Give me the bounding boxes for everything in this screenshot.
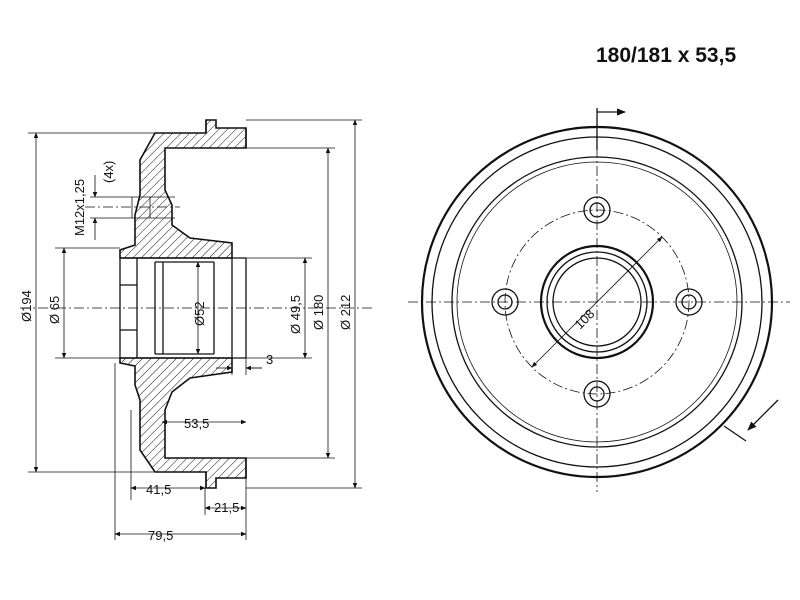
drum-shell-lines	[205, 120, 247, 488]
dim-w41-5: 41,5	[146, 482, 171, 497]
pcd-dimension-line	[531, 236, 663, 368]
dim-w3: 3	[266, 352, 273, 367]
dim-d52: Ø52	[192, 301, 207, 326]
dim-d212: Ø 212	[338, 295, 353, 330]
side-section-view: M12x1,25 (4x) Ø194 Ø 65 Ø52 Ø 49,5 Ø 180…	[19, 119, 372, 543]
section-marker-top	[596, 108, 626, 150]
lower-section-hatch	[119, 357, 247, 489]
dim-w53-5: 53,5	[184, 416, 209, 431]
dimension-lines	[33, 119, 358, 537]
dim-d65: Ø 65	[47, 296, 62, 324]
dim-d180: Ø 180	[311, 295, 326, 330]
dim-d194: Ø194	[19, 290, 34, 322]
thread-hole	[90, 196, 175, 219]
dim-w21-5: 21,5	[214, 500, 239, 515]
dim-d49-5: Ø 49,5	[288, 295, 303, 334]
dim-w79-5: 79,5	[148, 528, 173, 543]
section-marker-bottom	[723, 399, 779, 442]
pcd-label: 108	[572, 306, 598, 332]
thread-count-label: (4x)	[101, 161, 116, 183]
thread-label: M12x1,25	[72, 179, 87, 236]
front-view: 108	[408, 108, 790, 492]
upper-section-hatch	[119, 119, 247, 259]
drum-size-title: 180/181 x 53,5	[596, 44, 737, 67]
